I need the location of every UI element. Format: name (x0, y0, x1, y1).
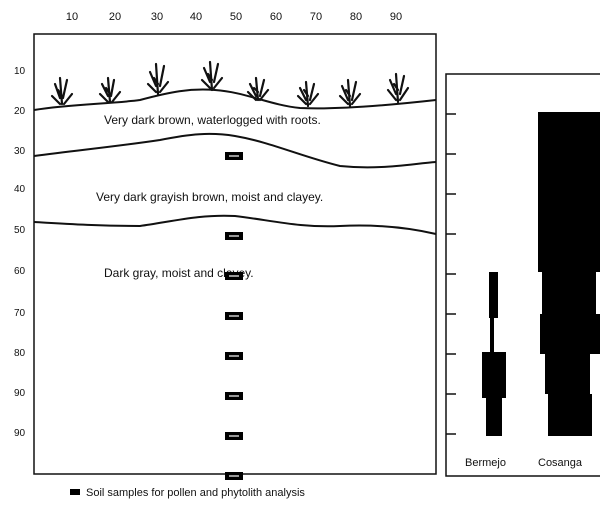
legend-text: Soil samples for pollen and phytolith an… (86, 487, 305, 499)
x-tick-label: 60 (270, 11, 282, 23)
y-tick-label: 70 (14, 308, 26, 319)
root-clump (296, 80, 320, 108)
y-tick-label: 80 (14, 348, 26, 359)
sample-markers (225, 152, 243, 480)
y-tick-label: 30 (14, 146, 26, 157)
root-clump (246, 76, 270, 102)
sample-marker (225, 352, 243, 360)
layer-description: Very dark brown, waterlogged with roots. (104, 113, 321, 127)
root-clump (50, 76, 74, 106)
side-chart-label: Cosanga (538, 457, 583, 469)
x-tick-label: 20 (109, 11, 121, 23)
sample-marker (225, 432, 243, 440)
root-clump (386, 72, 410, 104)
sample-marker (225, 272, 243, 280)
layer-description: Very dark grayish brown, moist and claye… (96, 190, 323, 204)
bermejo-column (482, 272, 506, 436)
x-tick-label: 40 (190, 11, 202, 23)
side-chart-label: Bermejo (465, 457, 506, 469)
y-tick-label: 60 (14, 266, 26, 277)
root-clump (338, 78, 362, 108)
root-clump (146, 62, 170, 96)
side-chart-frame (445, 73, 600, 477)
layer-boundary-2 (33, 214, 437, 235)
root-clump (98, 76, 122, 104)
sample-marker (225, 392, 243, 400)
sample-marker (225, 232, 243, 240)
layer-description: Dark gray, moist and clayey. (104, 266, 254, 280)
x-tick-label: 50 (230, 11, 242, 23)
y-tick-labels: 10 20 30 40 50 60 70 80 90 90 (14, 66, 26, 439)
root-clump (200, 60, 224, 92)
y-tick-label: 20 (14, 106, 26, 117)
x-tick-label: 80 (350, 11, 362, 23)
profile-frame (33, 33, 437, 475)
x-tick-label: 10 (66, 11, 78, 23)
layer-boundary-1 (33, 132, 437, 169)
y-tick-label: 90 (14, 428, 26, 439)
sample-marker (225, 152, 243, 160)
x-tick-label: 30 (151, 11, 163, 23)
sample-marker (225, 472, 243, 480)
cosanga-column (538, 112, 600, 436)
sample-marker (225, 312, 243, 320)
surface-line (33, 88, 437, 111)
roots (50, 60, 410, 108)
y-tick-label: 90 (14, 388, 26, 399)
y-tick-label: 10 (14, 66, 26, 77)
x-tick-label: 90 (390, 11, 402, 23)
legend-marker-swatch (70, 489, 80, 495)
y-tick-label: 40 (14, 184, 26, 195)
side-chart-ticks (446, 113, 456, 435)
x-tick-label: 70 (310, 11, 322, 23)
x-tick-labels: 10 20 30 40 50 60 70 80 90 (66, 11, 402, 23)
y-tick-label: 50 (14, 225, 26, 236)
